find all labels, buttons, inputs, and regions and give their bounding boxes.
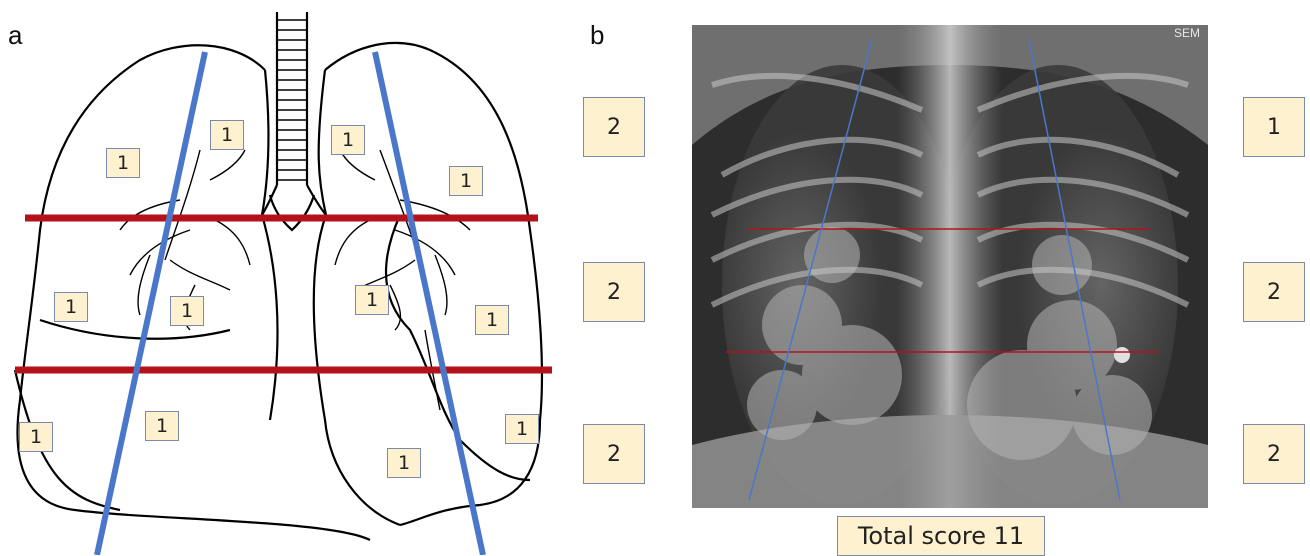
xray-watermark: SEM <box>1174 26 1200 40</box>
zone-score: 1 <box>475 305 509 335</box>
lung-diagram <box>0 0 560 555</box>
panel-b-letter: b <box>590 20 604 51</box>
left-zone-score: 2 <box>583 262 645 322</box>
zone-score: 1 <box>355 285 389 315</box>
zone-score: 1 <box>19 422 53 452</box>
zone-score: 1 <box>387 448 421 478</box>
zone-score: 1 <box>331 125 365 155</box>
zone-score: 1 <box>170 296 204 326</box>
total-score-label: Total score 11 <box>837 516 1045 556</box>
left-zone-score: 2 <box>583 97 645 157</box>
right-zone-score: 2 <box>1243 262 1305 322</box>
zone-score: 1 <box>505 414 539 444</box>
zone-score: 1 <box>106 148 140 178</box>
zone-score: 1 <box>449 166 483 196</box>
zone-score: 1 <box>145 411 179 441</box>
zone-score: 1 <box>54 292 88 322</box>
right-zone-score: 2 <box>1243 424 1305 484</box>
left-zone-score: 2 <box>583 424 645 484</box>
chest-xray-image: SEM <box>692 25 1208 508</box>
right-zone-score: 1 <box>1243 97 1305 157</box>
zone-score: 1 <box>210 120 244 150</box>
